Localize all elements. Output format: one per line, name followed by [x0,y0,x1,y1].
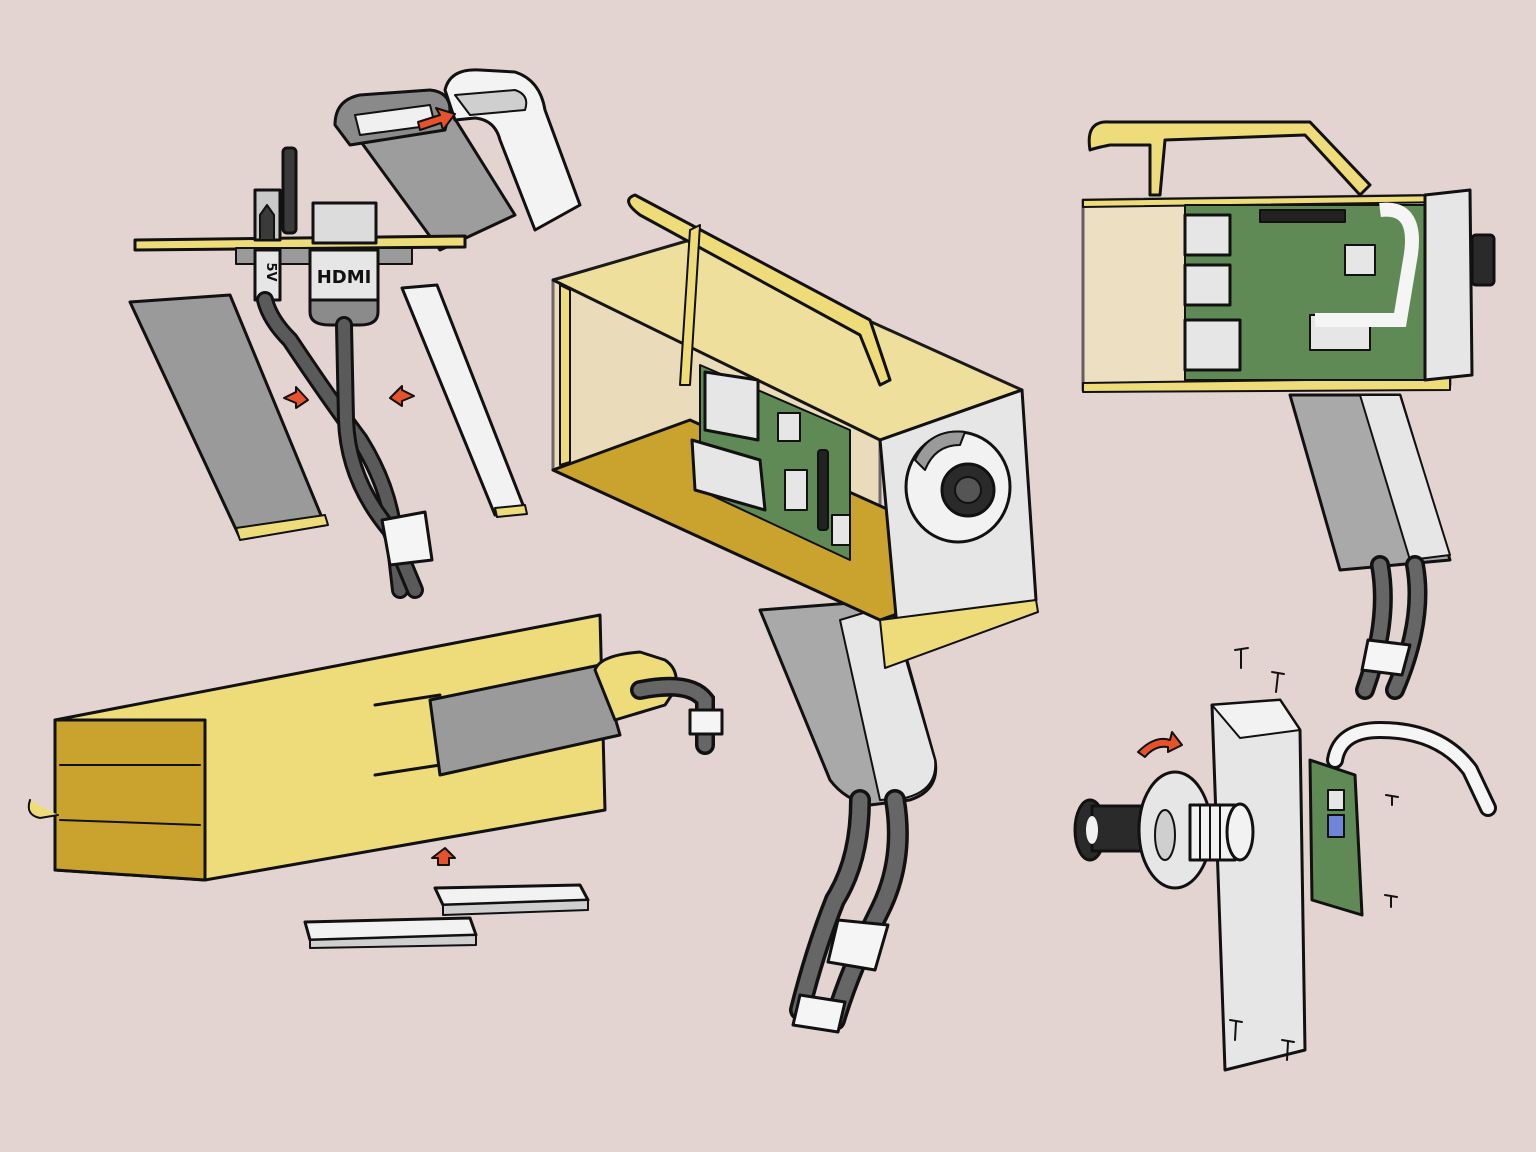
hdmi-connector-label: HDMI [317,267,372,288]
front-panel [1423,188,1474,382]
arrow-red-icon [283,385,415,409]
grip-insert [428,663,622,777]
panel-lens-assembly [1073,647,1497,1072]
antenna [281,146,298,235]
arrow-red-icon [1137,731,1183,758]
front-block [1210,698,1307,1072]
ribbon-cable [1315,202,1419,327]
hdmi-connector: HDMI [308,201,380,327]
arrow-red-icon [417,107,456,131]
screws [1229,647,1399,1061]
circuit-board [1183,202,1426,381]
panel-grip-assembly [27,613,724,949]
threaded-barrel [1188,802,1255,862]
circuit-board [690,364,851,561]
carry-handle [627,193,892,387]
panel-side-view [1081,120,1496,700]
panel-cable-routing: 5V HDMI [128,68,582,599]
handle-shell-top [333,68,582,252]
panel-assembled-camera [551,193,1039,1034]
spacer-blocks [303,883,590,949]
camera-module [1308,758,1364,917]
lens [1073,798,1144,862]
carry-handle [1087,120,1372,197]
handle-shell-left [128,293,329,541]
front-lens-panel [878,388,1039,669]
power-connector-label: 5V [263,262,278,281]
handle-shell-right [400,283,528,518]
arrow-red-icon [431,847,456,866]
lens-icon [1470,233,1496,287]
